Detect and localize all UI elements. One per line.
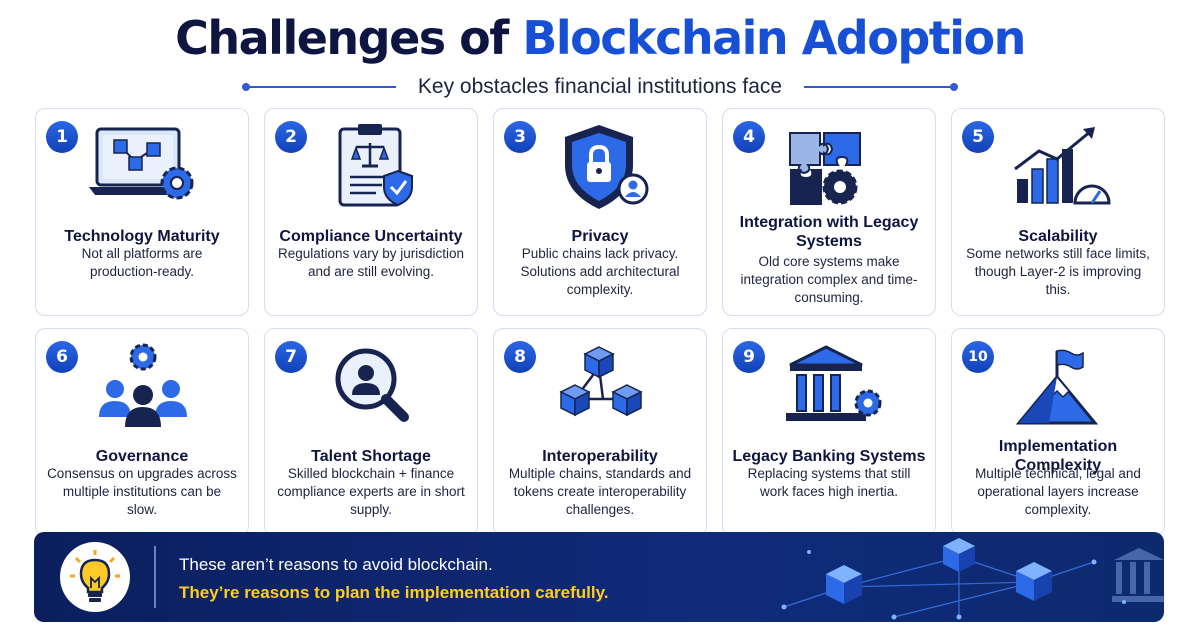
card-description: Consensus on upgrades across multiple in… [47,466,237,517]
shield-lock-user-icon [565,125,649,209]
banner-line-1: These aren’t reasons to avoid blockchain… [179,555,493,574]
magnifier-person-icon [335,348,409,422]
card-number-badge: 6 [46,341,78,373]
card-title: Talent Shortage [311,447,431,465]
card-number-badge: 7 [275,341,307,373]
puzzle-gear-icon [789,132,861,205]
card-description: Not all platforms are production-ready. [81,246,203,279]
challenge-card-8: 8 Interoperability Multiple chains, stan… [493,328,707,536]
card-description: Old core systems make integration comple… [740,254,918,305]
card-description: Multiple chains, standards and tokens cr… [508,466,692,517]
card-number-badge: 3 [504,121,536,153]
bottom-banner: These aren’t reasons to avoid blockchain… [34,532,1164,622]
challenge-card-5: 5 Scalability Some networks still face l… [951,108,1165,316]
cube-left [559,384,591,417]
lightbulb-icon [70,550,120,602]
card-title: Technology Maturity [64,227,220,245]
card-number-badge: 5 [962,121,994,153]
challenge-card-1: 1 Technology Maturity Not all platforms … [35,108,249,316]
bank-gear-icon [786,345,882,421]
challenge-card-6: 6 Governance Consensus on upgrades acros… [35,328,249,536]
card-title: Integration with Legacy Systems [739,214,919,250]
card-description: Multiple technical, legal and operationa… [975,466,1141,517]
cube-right [611,384,643,417]
card-description: Public chains lack privacy. Solutions ad… [520,246,680,297]
title-main: Challenges of [175,11,523,65]
page-title: Challenges of Blockchain Adoption [0,10,1200,66]
banner-line-2: They’re reasons to plan the implementati… [179,583,609,602]
card-description: Some networks still face limits, though … [966,246,1150,297]
banner-bank-icon [1112,548,1164,602]
challenge-card-3: 3 Privacy Public chains lack privacy. So… [493,108,707,316]
title-accent: Blockchain Adoption [522,11,1026,65]
challenge-card-2: 2 Compliance Uncertainty Regulations var… [264,108,478,316]
subtitle-rule-right [804,83,959,91]
challenge-card-7: 7 Talent Shortage Skilled blockchain + f… [264,328,478,536]
card-description: Replacing systems that still work faces … [747,466,911,499]
card-number-badge: 10 [962,341,994,373]
subtitle: Key obstacles financial institutions fac… [417,75,783,98]
people-gear-icon [99,343,187,427]
card-title: Privacy [571,227,629,245]
card-title: Legacy Banking Systems [732,447,926,465]
banner-cube-1 [826,565,862,604]
clipboard-scales-shield-icon [338,124,413,207]
card-description: Regulations vary by jurisdiction and are… [277,246,465,279]
bulb-badge [60,542,130,612]
challenge-card-4: 4 Integration with Legacy Systems Old co… [722,108,936,316]
card-number-badge: 9 [733,341,765,373]
card-title: Implementation Complexity [998,438,1118,474]
subtitle-row: Key obstacles financial institutions fac… [0,72,1200,102]
subtitle-rule-left [241,83,396,91]
connected-cubes-icon [559,346,643,417]
card-description: Skilled blockchain + finance compliance … [277,466,465,517]
cube-top [583,346,615,379]
growth-chart-gauge-icon [1014,127,1111,205]
challenge-card-10: 10 Implementation Complexity Multiple te… [951,328,1165,536]
laptop-blockchain-gear-icon [89,127,194,200]
challenge-card-9: 9 Legacy Banking Systems Replacing syste… [722,328,936,536]
banner-cube-3 [1016,562,1052,601]
banner-divider [154,546,156,608]
banner-cube-2 [943,538,975,572]
card-title: Governance [95,447,189,465]
blockchain-network-illustration [781,538,1164,620]
card-number-badge: 4 [733,121,765,153]
card-number-badge: 2 [275,121,307,153]
card-title: Compliance Uncertainty [279,227,463,245]
card-title: Interoperability [542,447,658,465]
header: Challenges of Blockchain Adoption [0,10,1200,66]
mountain-flag-icon [1015,349,1099,425]
card-number-badge: 8 [504,341,536,373]
card-title: Scalability [1018,227,1098,245]
card-number-badge: 1 [46,121,78,153]
